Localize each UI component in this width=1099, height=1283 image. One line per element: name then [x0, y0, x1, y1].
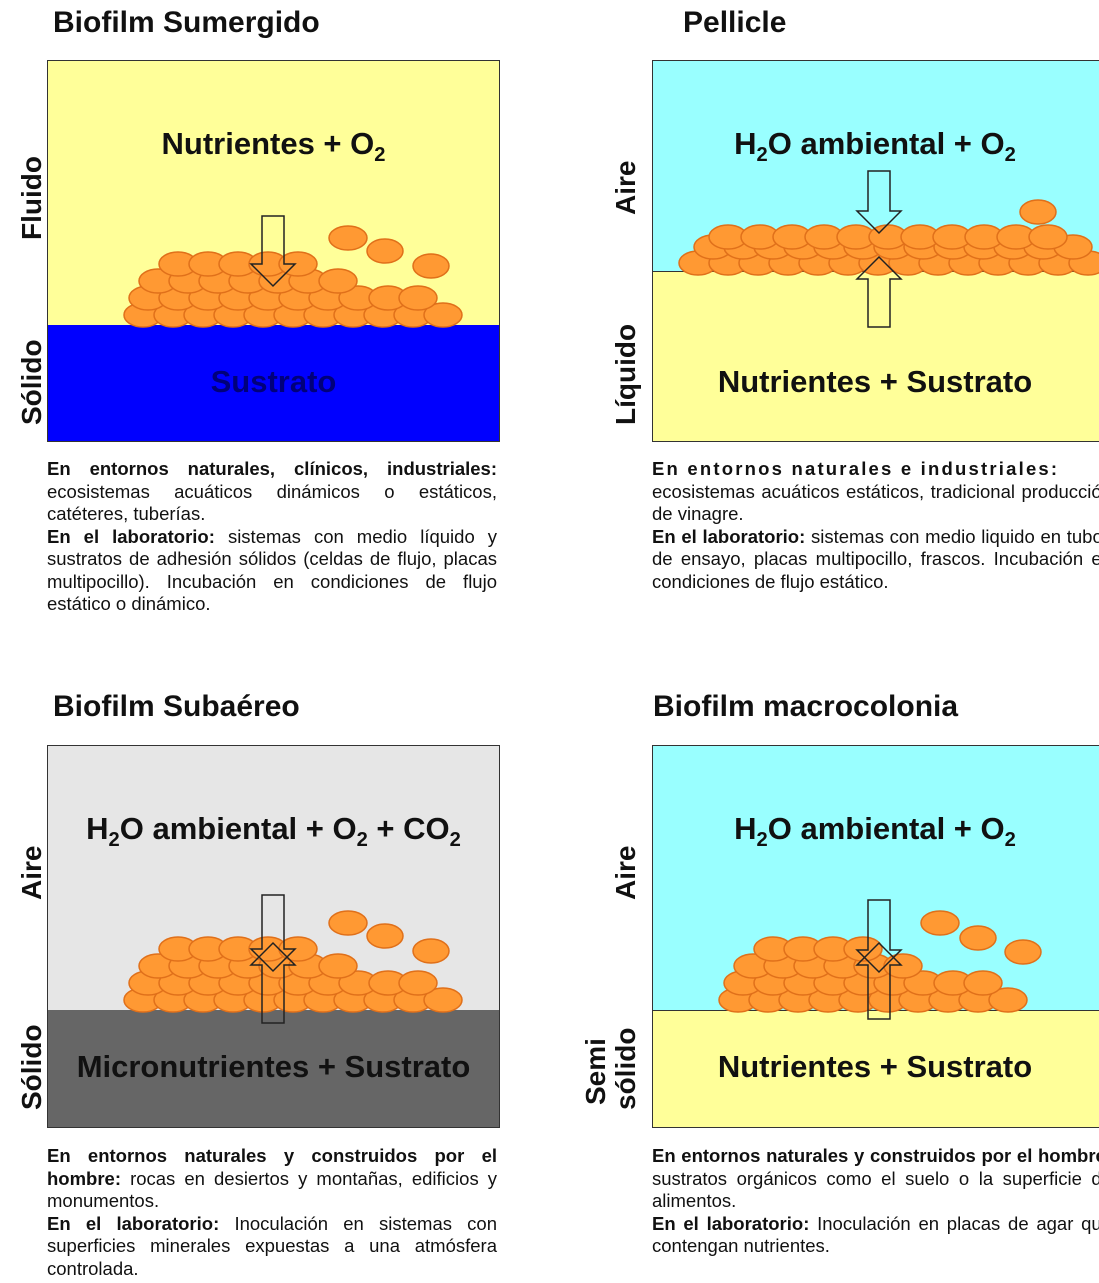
desc-head2: En el laboratorio:	[652, 525, 806, 547]
diagram-macrocolonia: H2O ambiental + O2 Nutrientes + Sustrato	[652, 745, 1099, 1128]
diagram-pellicle: H2O ambiental + O2 Nutrientes + Sustrato	[652, 60, 1099, 442]
down-flow-arrow	[249, 894, 297, 973]
top-label-h2o: H2O ambiental + O2	[734, 811, 1016, 852]
desc-head1: En entornos naturales y construidos por …	[47, 1145, 497, 1189]
bacterial-cell	[988, 987, 1028, 1013]
substrate-layer	[48, 325, 499, 441]
biofilm-cells-pellicle	[678, 170, 1099, 328]
semisolid-layer	[653, 1010, 1099, 1127]
down-flow-arrow	[855, 170, 903, 235]
desc-head1: En entornos naturales y construidos por …	[652, 1145, 1099, 1166]
bottom-label-micronutrientes: Micronutrientes + Sustrato	[76, 1049, 471, 1084]
biofilm-cells-macrocolonia	[718, 899, 1042, 1020]
side-label-solido: Sólido	[16, 1024, 47, 1110]
bacterial-cell	[328, 225, 368, 251]
desc-head2: En el laboratorio:	[652, 1212, 810, 1234]
biofilm-cells-subaereo	[123, 894, 463, 1024]
side-label-fluido: Fluido	[16, 156, 47, 240]
bacterial-cell	[366, 923, 404, 949]
bacterial-cell	[318, 953, 358, 979]
side-label-solido: Sólido	[16, 339, 47, 425]
top-label-nutrientes: Nutrientes + O2	[161, 126, 386, 167]
desc-body2: sistemas con medio líquido y sustratos d…	[47, 525, 498, 615]
desc-body2: sistemas con medio liquido en tubos de e…	[652, 525, 1099, 592]
bacterial-cell	[318, 268, 358, 294]
side-label-aire: Aire	[610, 160, 641, 215]
bacterial-cell	[328, 910, 368, 936]
description-subaereo: En entornos naturales y construidos por …	[47, 1145, 497, 1280]
desc-body1: sustratos orgánicos como el suelo o la s…	[652, 1167, 1099, 1212]
up-flow-arrow	[855, 941, 903, 1020]
description-macrocolonia: En entornos naturales y construidos por …	[652, 1145, 1099, 1258]
desc-head2: En el laboratorio:	[47, 1212, 220, 1234]
bacterial-cell	[398, 970, 438, 996]
side-label-liquido: Líquido	[610, 323, 641, 425]
side-label-semi: Semi	[580, 1038, 611, 1105]
up-flow-arrow	[855, 255, 903, 328]
bacterial-cell	[398, 285, 438, 311]
up-flow-arrow	[249, 941, 297, 1024]
bacterial-cell	[1028, 224, 1068, 250]
top-label-h2o-co2: H2O ambiental + O2 + CO2	[86, 811, 461, 852]
side-label-aire: Aire	[16, 845, 47, 900]
bacterial-cell	[412, 938, 450, 964]
panel-title-sumergido: Biofilm Sumergido	[53, 6, 320, 39]
diagram-subaereo: H2O ambiental + O2 + CO2 Micronutrientes…	[47, 745, 500, 1128]
bacterial-cell	[843, 936, 883, 962]
bacterial-cell	[412, 253, 450, 279]
bottom-label-nutrientes: Nutrientes + Sustrato	[717, 1049, 1033, 1084]
bacterial-cell	[963, 970, 1003, 996]
desc-body1: ecosistemas acuáticos dinámicos o estáti…	[47, 480, 497, 525]
panel-title-subaereo: Biofilm Subaéreo	[53, 690, 300, 723]
panel-title-pellicle: Pellicle	[683, 6, 787, 39]
bacterial-cell	[423, 302, 463, 328]
bacterial-cell	[366, 238, 404, 264]
desc-head2: En el laboratorio:	[47, 525, 215, 547]
biofilm-cells-sumergido	[123, 215, 463, 328]
panel-title-macrocolonia: Biofilm macrocolonia	[653, 690, 959, 723]
down-flow-arrow	[855, 899, 903, 974]
bottom-label-sustrato: Sustrato	[210, 364, 337, 399]
desc-body2: Inoculación en placas de agar que conten…	[652, 1212, 1099, 1257]
bacterial-cell	[920, 910, 960, 936]
bacterial-cell	[1019, 199, 1057, 225]
description-sumergido: En entornos naturales, clínicos, industr…	[47, 458, 497, 616]
diagram-sumergido: Nutrientes + O2 Sustrato	[47, 60, 500, 442]
side-label-solido: sólido	[610, 1027, 641, 1110]
top-label-h2o: H2O ambiental + O2	[734, 126, 1016, 167]
desc-body1: ecosistemas acuáticos estáticos, tradici…	[652, 480, 1099, 525]
nutrient-flow-arrow	[249, 215, 297, 288]
desc-head1: En entornos naturales, clínicos, industr…	[47, 458, 497, 479]
desc-body2: Inoculación en sistemas con superficies …	[47, 1212, 497, 1279]
bacterial-cell	[959, 925, 997, 951]
bacterial-cell	[423, 987, 463, 1013]
bacterial-cell	[1004, 939, 1042, 965]
description-pellicle: En entornos naturales e industriales: ec…	[652, 458, 1099, 593]
bottom-label-nutrientes: Nutrientes + Sustrato	[717, 364, 1033, 399]
desc-body1: rocas en desiertos y montañas, edificios…	[47, 1167, 497, 1212]
side-label-aire: Aire	[610, 845, 641, 900]
desc-head1: En entornos naturales e industriales:	[652, 458, 1060, 479]
solid-layer	[48, 1010, 499, 1127]
